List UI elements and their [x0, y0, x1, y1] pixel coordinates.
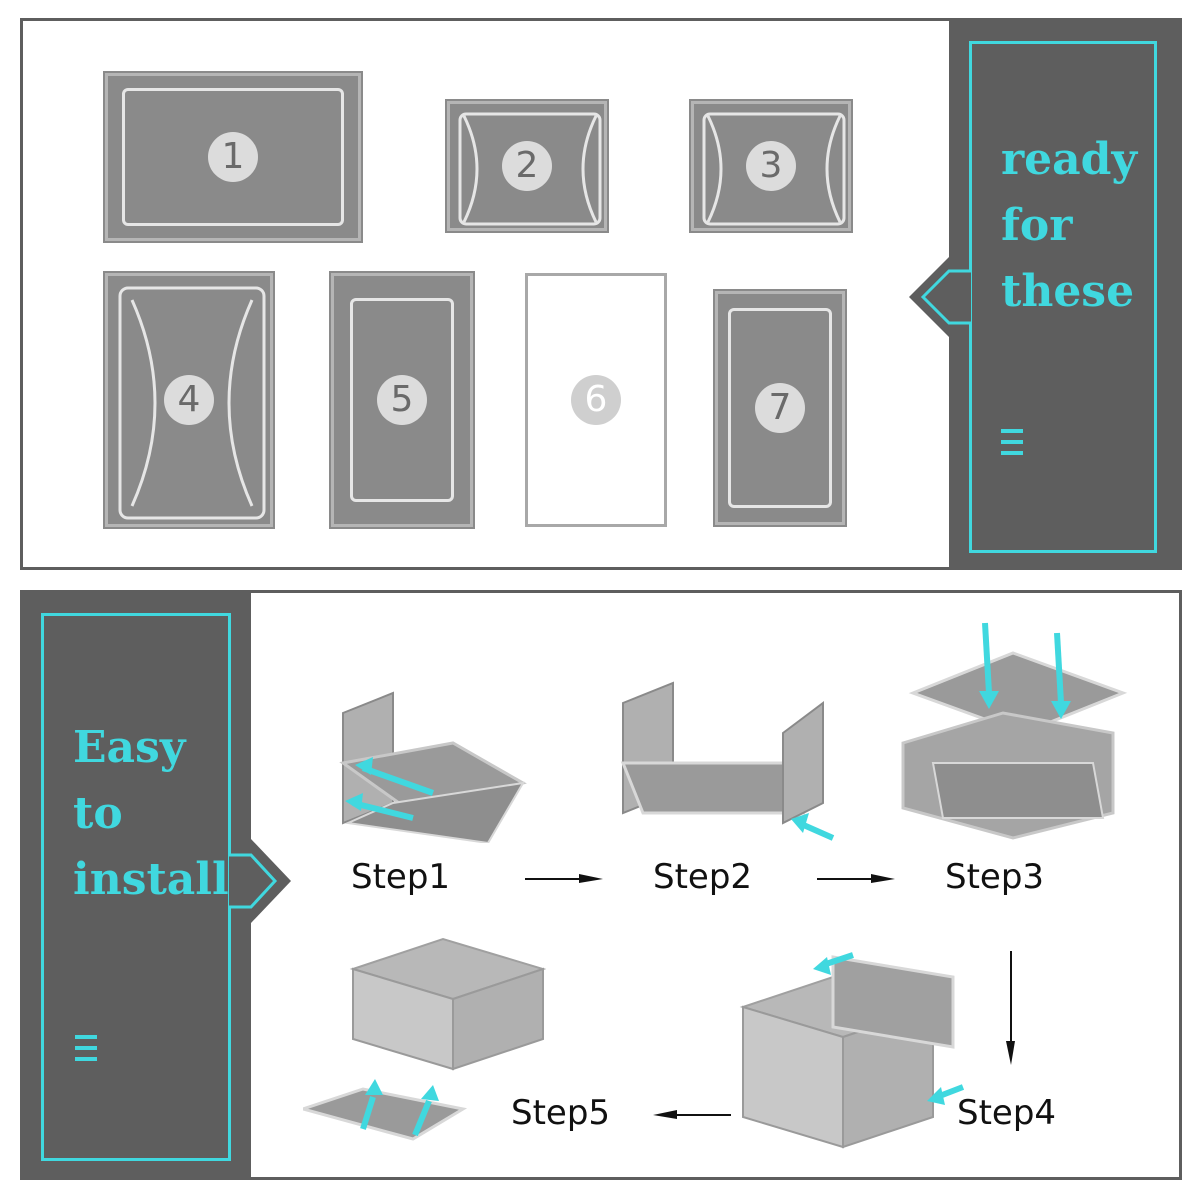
- part-4-outline: [118, 286, 266, 520]
- part-1: 1: [105, 73, 361, 241]
- step3-label: Step3: [945, 857, 1045, 897]
- part-7: 7: [715, 291, 845, 525]
- part-number: 6: [571, 375, 621, 425]
- banner-pointer: [909, 257, 971, 337]
- part-number: 7: [755, 383, 805, 433]
- step4-label: Step4: [957, 1093, 1057, 1133]
- part-3: 3: [691, 101, 851, 231]
- step3-illustration: [901, 622, 1128, 840]
- step1-illustration: [339, 691, 527, 843]
- part-5: 5: [331, 273, 473, 527]
- part-number: 3: [746, 141, 796, 191]
- arrow-right-icon: [525, 874, 603, 883]
- parts-panel: 1 2 3 4 5 6 7: [20, 18, 1182, 570]
- step5-label: Step5: [511, 1093, 611, 1133]
- part-3-outline: [702, 112, 846, 226]
- part-6: 6: [525, 273, 667, 527]
- part-4: 4: [105, 273, 273, 527]
- step5-illustration: [303, 937, 547, 1141]
- part-number: 5: [377, 375, 427, 425]
- step4-illustration: [739, 952, 965, 1149]
- step1-label: Step1: [351, 857, 451, 897]
- part-number: 2: [502, 141, 552, 191]
- banner-title: Easy to install: [73, 722, 229, 905]
- arrow-down-icon: [1006, 951, 1015, 1065]
- banner-pointer: [229, 839, 291, 923]
- part-number: 1: [208, 132, 258, 182]
- install-panel: Easy to install: [20, 590, 1182, 1180]
- banner-ready: ready for these: [909, 21, 1179, 567]
- step2-label: Step2: [653, 857, 753, 897]
- step2-illustration: [620, 681, 835, 841]
- menu-icon: [1001, 429, 1023, 459]
- part-2: 2: [447, 101, 607, 231]
- part-2-outline: [458, 112, 602, 226]
- menu-icon: [75, 1035, 97, 1065]
- arrow-right-icon: [817, 874, 895, 883]
- banner-title: ready for these: [1001, 134, 1138, 317]
- part-number: 4: [164, 375, 214, 425]
- arrow-left-icon: [653, 1110, 731, 1119]
- banner-easy: Easy to install: [23, 593, 291, 1177]
